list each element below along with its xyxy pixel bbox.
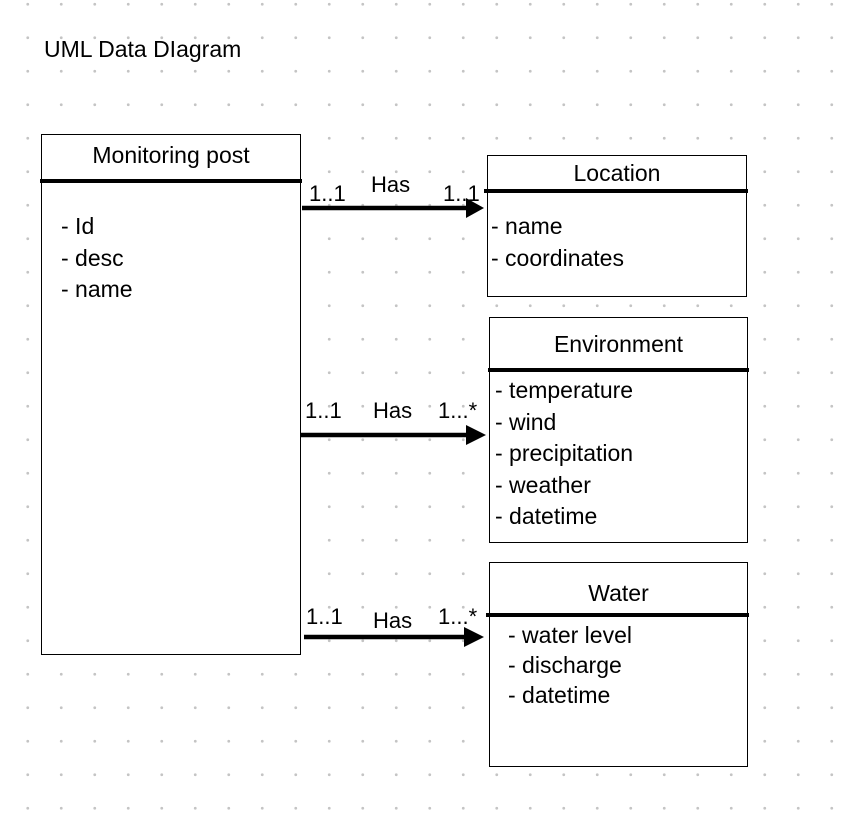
attribute-list: - name - coordinates (491, 211, 624, 274)
attribute: - precipitation (495, 440, 634, 466)
association-arrow-water[interactable] (304, 627, 484, 647)
class-location[interactable]: Location - name - coordinates (484, 155, 748, 297)
attribute: - weather (495, 471, 591, 498)
class-divider (488, 368, 749, 372)
attribute: - wind (495, 408, 557, 435)
attribute: - name (61, 276, 133, 302)
attribute: - name (491, 213, 563, 239)
target-multiplicity: 1..1 (443, 181, 480, 206)
class-name: Environment (553, 331, 684, 357)
class-divider (486, 613, 749, 617)
attribute: - discharge (508, 652, 622, 678)
source-multiplicity: 1..1 (305, 398, 342, 423)
attribute: - Id (61, 213, 95, 239)
source-multiplicity: 1..1 (306, 604, 343, 629)
source-multiplicity: 1..1 (309, 181, 346, 206)
attribute-list: - water level - discharge - datetime (508, 620, 632, 710)
association-label: Has (373, 608, 413, 633)
attribute-list: - Id - desc - name (61, 211, 133, 306)
target-multiplicity: 1...* (438, 398, 478, 423)
attribute: - coordinates (491, 244, 624, 271)
attribute: - datetime (495, 503, 598, 529)
class-water[interactable]: Water - water level - discharge - dateti… (486, 562, 749, 767)
association-arrow-location[interactable] (302, 198, 484, 218)
attribute: - datetime (508, 682, 611, 708)
class-name: Water (588, 580, 649, 606)
diagram-title: UML Data DIagram (44, 36, 242, 62)
association-label: Has (371, 172, 411, 197)
attribute: - water level (508, 622, 632, 648)
class-divider (40, 179, 302, 183)
class-name: Monitoring post (92, 142, 250, 168)
attribute: - desc (61, 244, 124, 271)
class-name: Location (573, 160, 661, 186)
attribute-list: - temperature - wind - precipitation - w… (495, 375, 633, 533)
association-label: Has (373, 398, 413, 423)
attribute: - temperature (495, 377, 634, 403)
target-multiplicity: 1...* (438, 604, 478, 629)
class-environment[interactable]: Environment - temperature - wind - preci… (488, 317, 749, 543)
association-arrow-environment[interactable] (300, 425, 486, 445)
class-divider (484, 189, 748, 193)
class-monitoring-post[interactable]: Monitoring post - Id - desc - name (40, 134, 302, 655)
